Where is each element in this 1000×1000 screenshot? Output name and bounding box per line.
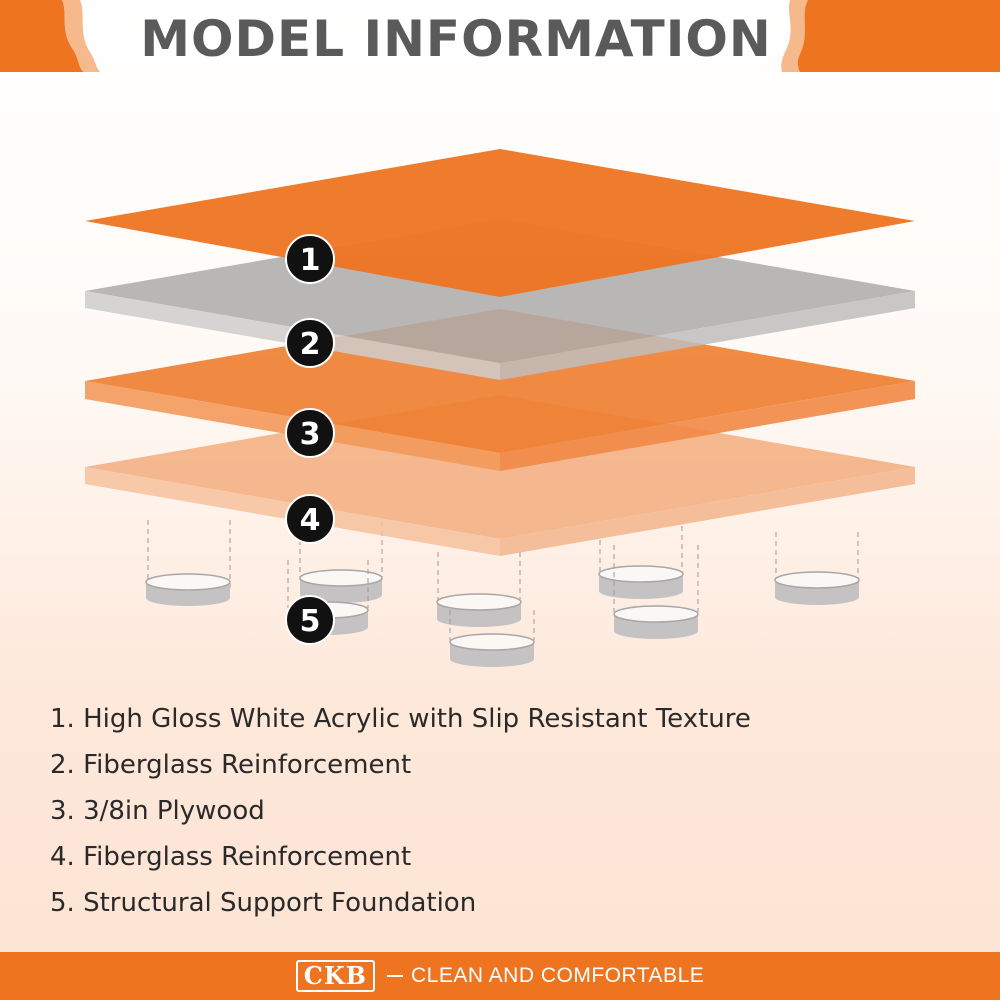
footer-band: CKB CLEAN AND COMFORTABLE (0, 952, 1000, 1000)
footer-dash (386, 975, 403, 977)
brand-tagline: CLEAN AND COMFORTABLE (410, 964, 705, 987)
layer-4-badge: 4 (285, 494, 335, 544)
layer-5-badge: 5 (285, 595, 335, 645)
header-band-right (797, 0, 1000, 72)
legend-item-3: 3. 3/8in Plywood (50, 796, 265, 826)
support-puck (145, 520, 231, 606)
header-band (0, 0, 1000, 72)
svg-text:5: 5 (300, 604, 321, 639)
support-puck (449, 610, 535, 667)
svg-text:3: 3 (300, 417, 321, 452)
legend-item-5: 5. Structural Support Foundation (50, 888, 477, 918)
layer-1-badge: 1 (285, 234, 335, 284)
header-band-left-soft (62, 0, 100, 72)
layer-2-badge: 2 (285, 318, 335, 368)
legend-item-2: 2. Fiberglass Reinforcement (50, 750, 412, 780)
support-puck (774, 532, 860, 605)
header-band-left (0, 0, 84, 72)
svg-text:4: 4 (300, 503, 321, 538)
layer-diagram: 1 2 3 4 5 (85, 149, 915, 667)
page-title: MODEL INFORMATION (140, 10, 772, 68)
layer-3-badge: 3 (285, 408, 335, 458)
legend-item-4: 4. Fiberglass Reinforcement (50, 842, 412, 872)
header-band-right-soft (781, 0, 808, 72)
support-puck (299, 522, 383, 603)
support-puck (436, 552, 522, 627)
support-puck (613, 545, 699, 639)
support-puck (598, 526, 684, 599)
legend-item-1: 1. High Gloss White Acrylic with Slip Re… (50, 704, 751, 734)
layer-1-sheet (85, 149, 915, 297)
svg-text:2: 2 (300, 327, 321, 362)
brand-logo: CKB (295, 960, 375, 992)
svg-text:1: 1 (300, 243, 321, 278)
layer-legend: 1. High Gloss White Acrylic with Slip Re… (50, 696, 751, 926)
